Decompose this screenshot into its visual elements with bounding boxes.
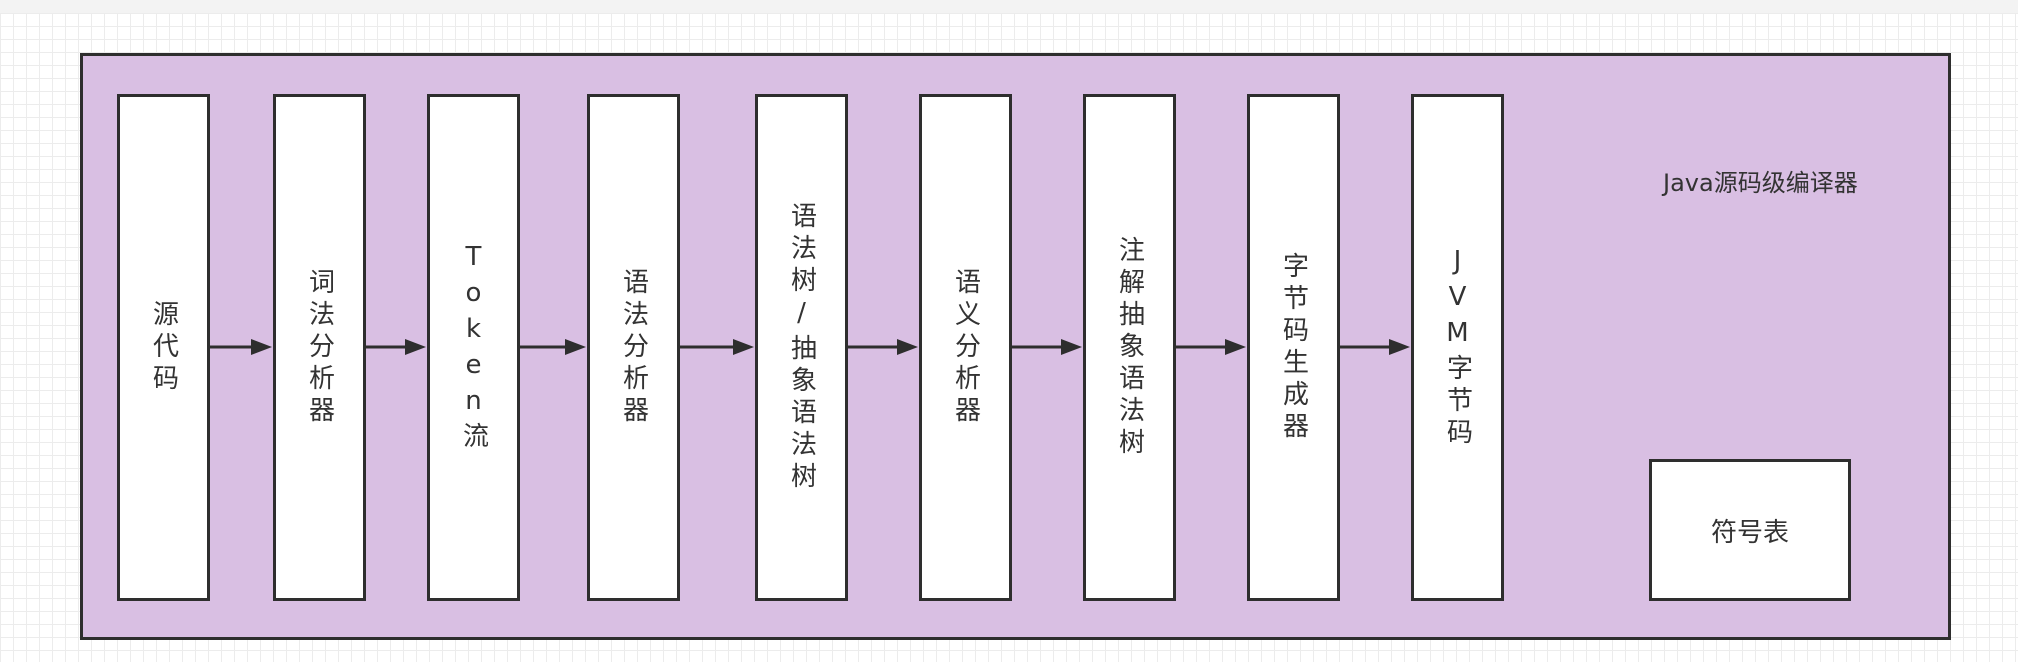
stage-syntax-tree[interactable]: 语法树/抽象语法树	[755, 94, 848, 601]
arrowhead-4	[733, 339, 754, 355]
arrowhead-5	[897, 339, 918, 355]
arrowhead-1	[251, 339, 272, 355]
stage-label: 词法分析器	[304, 267, 335, 428]
stage-label: JVM字节码	[1442, 245, 1473, 450]
stage-bytecode-generator[interactable]: 字节码生成器	[1247, 94, 1340, 601]
arrowhead-6	[1061, 339, 1082, 355]
canvas-top-strip	[0, 0, 2018, 13]
arrowhead-2	[405, 339, 426, 355]
symbol-table-label: 符号表	[1710, 517, 1789, 548]
arrowhead-7	[1225, 339, 1246, 355]
stage-parser[interactable]: 语法分析器	[587, 94, 680, 601]
arrowhead-3	[565, 339, 586, 355]
container-title: Java源码级编译器	[1663, 169, 1858, 197]
stage-label: 语法树/抽象语法树	[786, 201, 817, 494]
stage-lexer[interactable]: 词法分析器	[273, 94, 366, 601]
stage-label: 源代码	[148, 299, 179, 396]
stage-jvm-bytecode[interactable]: JVM字节码	[1411, 94, 1504, 601]
stage-label: 语法分析器	[618, 267, 649, 428]
stage-source-code[interactable]: 源代码	[117, 94, 210, 601]
stage-annotated-ast[interactable]: 注解抽象语法树	[1083, 94, 1176, 601]
stage-label: 字节码生成器	[1278, 251, 1309, 444]
stage-label: 注解抽象语法树	[1114, 235, 1145, 460]
arrowhead-8	[1389, 339, 1410, 355]
symbol-table-box[interactable]: 符号表	[1649, 459, 1851, 601]
stage-semantic-analyzer[interactable]: 语义分析器	[919, 94, 1012, 601]
stage-token-stream[interactable]: Token流	[427, 94, 520, 601]
stage-label: Token流	[458, 241, 489, 454]
stage-label: 语义分析器	[950, 267, 981, 428]
